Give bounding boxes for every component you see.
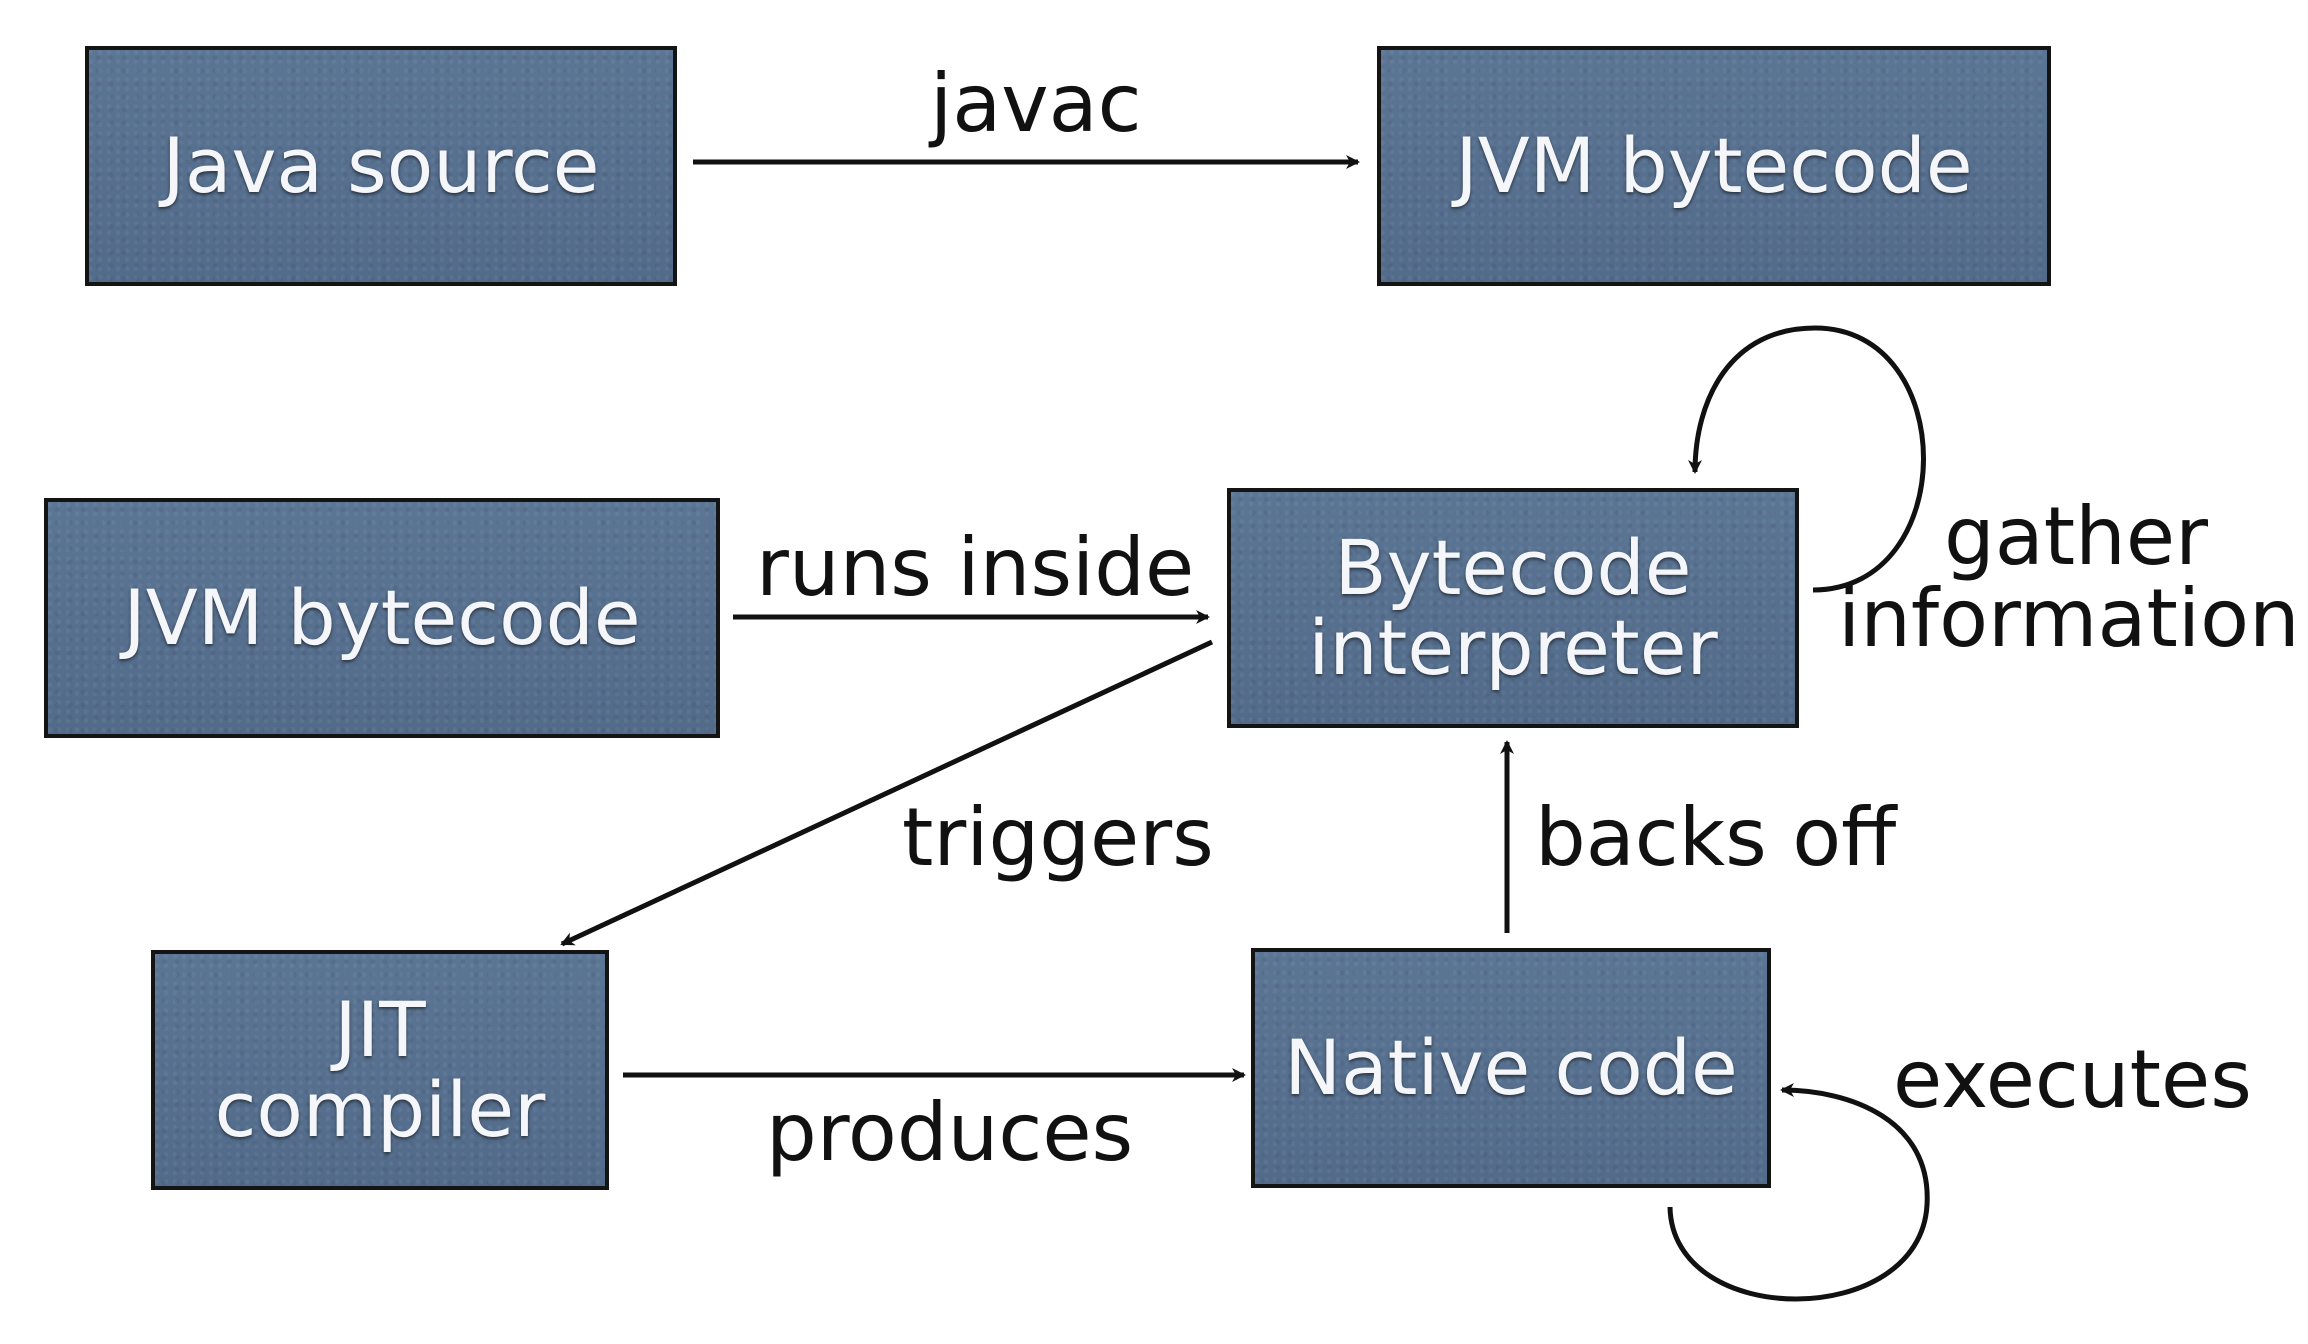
interpreter-label-line1: Bytecode xyxy=(1334,523,1692,612)
backs-off-label: backs off xyxy=(1535,791,1897,884)
interpreter-label-line2: interpreter xyxy=(1308,603,1718,692)
jvm-bytecode-box: JVM bytecode xyxy=(44,498,720,738)
gather-information-label: gather information xyxy=(1838,497,2300,659)
java-source-box: Java source xyxy=(85,46,677,286)
jvm-bytecode-label: JVM bytecode xyxy=(123,573,641,662)
gather-label-line1: gather xyxy=(1944,490,2208,583)
triggers-label: triggers xyxy=(902,791,1214,884)
triggers-arrow xyxy=(560,639,1214,947)
jvm-bytecode-box-top: JVM bytecode xyxy=(1377,46,2051,286)
gather-information-loop xyxy=(1688,325,1926,593)
native-code-label: Native code xyxy=(1284,1023,1738,1112)
jit-label-line2: compiler xyxy=(214,1065,546,1154)
jvm-bytecode-label-top: JVM bytecode xyxy=(1455,121,1973,210)
executes-loop xyxy=(1667,1083,1930,1302)
produces-label: produces xyxy=(766,1086,1134,1179)
native-code-box: Native code xyxy=(1251,948,1771,1188)
runs-inside-label: runs inside xyxy=(756,521,1195,614)
jit-compiler-box: JIT compiler xyxy=(151,950,609,1190)
gather-label-line2: information xyxy=(1838,572,2300,665)
jit-label-line1: JIT xyxy=(334,985,426,1074)
executes-label: executes xyxy=(1893,1033,2252,1126)
java-source-label: Java source xyxy=(162,121,600,210)
bytecode-interpreter-box: Bytecode interpreter xyxy=(1227,488,1799,728)
javac-label: javac xyxy=(930,57,1142,150)
